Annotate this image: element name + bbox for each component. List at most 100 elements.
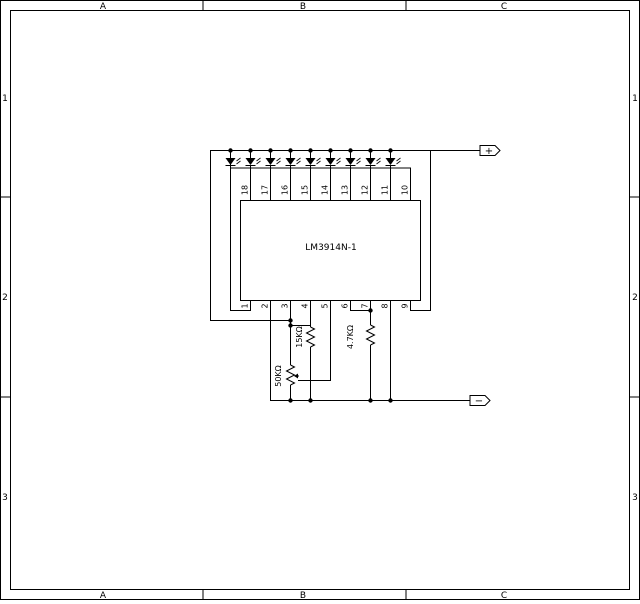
- pin-label-9: 9: [401, 303, 410, 308]
- junction-dot: [288, 398, 293, 403]
- led-emission-arrow: [236, 157, 241, 162]
- pin-label-16: 16: [281, 185, 290, 195]
- led-emission-arrow: [396, 157, 401, 162]
- pin-label-15: 15: [301, 185, 310, 195]
- led-emission-arrow: [376, 157, 381, 162]
- column-label-c-top: C: [501, 2, 507, 12]
- pin-label-7: 7: [361, 303, 370, 308]
- pin6-wire: [350, 300, 371, 311]
- junction-dot: [368, 308, 373, 313]
- column-label-b-bottom: B: [300, 591, 306, 600]
- pin-label-8: 8: [381, 303, 390, 308]
- pin-label-18: 18: [241, 185, 250, 195]
- led-emission-arrow: [296, 157, 301, 162]
- positive-port-label: +: [485, 146, 493, 157]
- led-emission-arrow: [316, 157, 321, 162]
- ground-rail-wire: [270, 300, 470, 401]
- led-emission-arrow: [396, 160, 401, 165]
- row-label-3-right: 3: [632, 493, 638, 503]
- pin5-wire: [298, 300, 331, 381]
- led-8[interactable]: [365, 148, 381, 166]
- positive-port[interactable]: [479, 145, 501, 156]
- column-labels-top: A B C: [100, 2, 507, 12]
- row-label-2-right: 2: [632, 293, 638, 303]
- led-triangle: [285, 158, 296, 165]
- bottom-network: − 50KΩ 15KΩ 4.7KΩ: [270, 300, 491, 407]
- led-emission-arrow: [276, 160, 281, 165]
- led-triangle: [265, 158, 276, 165]
- junction-dot: [308, 398, 313, 403]
- pin-label-10: 10: [401, 185, 410, 195]
- led-emission-arrow: [276, 157, 281, 162]
- pin-label-12: 12: [361, 185, 370, 195]
- pin-17-lead: [250, 165, 271, 200]
- led-triangle: [305, 158, 316, 165]
- pin9-loop-wire: [410, 150, 431, 311]
- row-labels-right: 1 2 3: [632, 94, 638, 503]
- led-3[interactable]: [265, 148, 281, 166]
- junction-dot: [288, 323, 293, 328]
- pin-14-lead: [310, 165, 331, 200]
- chip-label: LM3914N-1: [305, 243, 356, 253]
- led-triangle: [365, 158, 376, 165]
- row-label-2-left: 2: [2, 293, 8, 303]
- led-triangle: [345, 158, 356, 165]
- column-label-a-top: A: [100, 2, 107, 12]
- pin-10-lead: [390, 165, 411, 200]
- row-label-1-left: 1: [2, 94, 8, 104]
- led-7[interactable]: [345, 148, 361, 166]
- pot-label: 50KΩ: [274, 365, 283, 387]
- r2-4k7-resistor[interactable]: [365, 324, 376, 346]
- pin-label-14: 14: [321, 185, 330, 195]
- led-triangle: [325, 158, 336, 165]
- led-triangle: [245, 158, 256, 165]
- pin-label-17: 17: [261, 185, 270, 195]
- pin-label-1: 1: [241, 303, 250, 308]
- pin-label-4: 4: [301, 303, 310, 308]
- negative-port[interactable]: [469, 395, 491, 406]
- led-emission-arrow: [336, 157, 341, 162]
- led-emission-arrow: [256, 160, 261, 165]
- junction-dot: [288, 318, 293, 323]
- r2-label: 4.7KΩ: [346, 325, 355, 349]
- column-label-b-top: B: [300, 2, 306, 12]
- column-label-a-bottom: A: [100, 591, 107, 600]
- pin-label-13: 13: [341, 185, 350, 195]
- row-labels-left: 1 2 3: [2, 94, 8, 503]
- pin-label-2: 2: [261, 303, 270, 308]
- led-emission-arrow: [316, 160, 321, 165]
- r1-15k-resistor[interactable]: [305, 326, 316, 348]
- junction-dot: [368, 398, 373, 403]
- column-label-c-bottom: C: [501, 591, 507, 600]
- led-5[interactable]: [305, 148, 321, 166]
- pin-15-lead: [290, 165, 311, 200]
- led-emission-arrow: [356, 157, 361, 162]
- row-label-1-right: 1: [632, 94, 638, 104]
- r1-label: 15KΩ: [295, 326, 304, 348]
- led-emission-arrow: [296, 160, 301, 165]
- led-emission-arrow: [376, 160, 381, 165]
- pin-16-lead: [270, 165, 291, 200]
- row-label-3-left: 3: [2, 493, 8, 503]
- led-emission-arrow: [256, 157, 261, 162]
- column-labels-bottom: A B C: [100, 591, 507, 601]
- pin-11-lead: [370, 165, 391, 200]
- pin-12-lead: [350, 165, 371, 200]
- lm3914-chip[interactable]: LM3914N-1: [240, 200, 421, 301]
- junction-dot: [388, 398, 393, 403]
- led-emission-arrow: [336, 160, 341, 165]
- pin-labels-top: 18 17 16 15 14 13 12 11 10: [241, 185, 410, 195]
- pin-label-6: 6: [341, 303, 350, 308]
- led-emission-arrow: [356, 160, 361, 165]
- led-emission-arrow: [236, 160, 241, 165]
- pin-13-lead: [330, 165, 351, 200]
- pin-label-5: 5: [321, 303, 330, 308]
- pot-50k-resistor[interactable]: [285, 364, 296, 386]
- pin1-loop-wire: [230, 150, 251, 311]
- pin-label-11: 11: [381, 185, 390, 195]
- pin-leads: [230, 165, 411, 200]
- supply-bus: +: [210, 145, 501, 321]
